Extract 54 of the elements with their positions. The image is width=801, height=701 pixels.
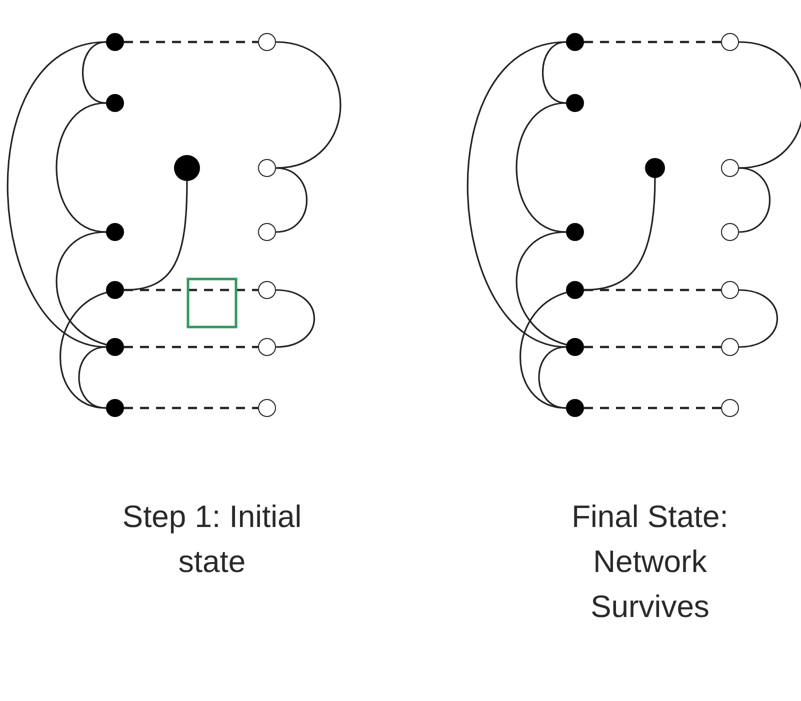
dashed-connector xyxy=(584,40,721,44)
curved-connector xyxy=(276,167,308,233)
filled-node xyxy=(106,33,124,51)
hollow-node xyxy=(258,159,276,177)
filled-node xyxy=(566,399,584,417)
curved-connector xyxy=(738,41,801,169)
curved-connector xyxy=(520,292,567,409)
curved-connector xyxy=(738,167,770,233)
curved-connector xyxy=(60,292,107,409)
curved-connector xyxy=(516,231,567,346)
caption-text: Final State: Network Survives xyxy=(570,498,730,626)
curved-connector xyxy=(516,102,566,233)
hollow-node xyxy=(721,338,739,356)
filled-node xyxy=(106,223,124,241)
curved-connector xyxy=(276,41,342,169)
hollow-node xyxy=(258,399,276,417)
hollow-node xyxy=(721,223,739,241)
hollow-node xyxy=(258,223,276,241)
curved-connector xyxy=(56,231,107,346)
dashed-connector xyxy=(124,406,258,410)
curved-connector xyxy=(466,41,566,348)
filled-node xyxy=(106,338,124,356)
hollow-node xyxy=(258,338,276,356)
filled-node xyxy=(106,281,124,299)
curved-connector xyxy=(56,102,106,233)
curved-connector xyxy=(542,41,566,104)
caption-text: Step 1: Initial state xyxy=(121,498,303,581)
hollow-node xyxy=(721,33,739,51)
filled-node xyxy=(566,33,584,51)
hollow-node xyxy=(721,399,739,417)
dashed-connector xyxy=(124,40,258,44)
curved-connector xyxy=(82,41,106,104)
filled-node xyxy=(174,155,200,181)
curved-connector xyxy=(78,346,106,409)
curved-connector xyxy=(276,289,315,348)
filled-node xyxy=(566,338,584,356)
curved-connector xyxy=(738,289,778,348)
hollow-node xyxy=(258,281,276,299)
hollow-node xyxy=(258,33,276,51)
dashed-connector xyxy=(584,406,721,410)
dashed-connector xyxy=(124,288,258,292)
filled-node xyxy=(566,223,584,241)
hollow-node xyxy=(721,159,739,177)
dashed-connector xyxy=(584,346,721,348)
filled-node xyxy=(566,94,584,112)
filled-node xyxy=(645,158,665,178)
curved-connector xyxy=(538,346,566,409)
curved-connector xyxy=(6,41,106,348)
filled-node xyxy=(566,281,584,299)
dashed-connector xyxy=(124,346,258,348)
hollow-node xyxy=(721,281,739,299)
filled-node xyxy=(106,94,124,112)
filled-node xyxy=(106,399,124,417)
dashed-connector xyxy=(584,288,721,292)
